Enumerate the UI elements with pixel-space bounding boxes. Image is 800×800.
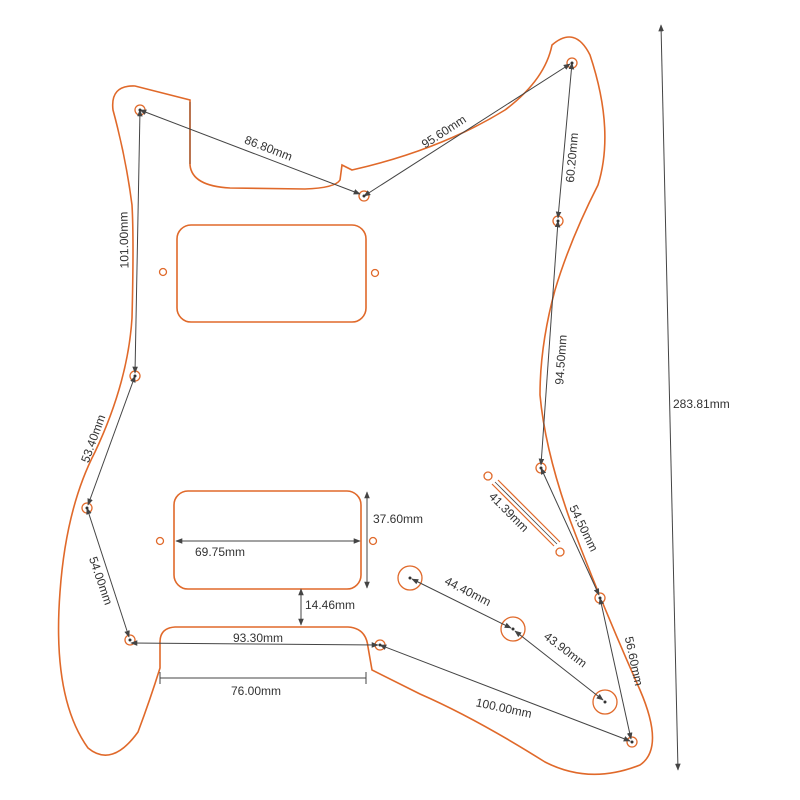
bridge-pickup-cutout xyxy=(173,490,362,590)
label-bottom-diagonal: 100.00mm xyxy=(475,695,533,720)
label-bottom-inner: 93.30mm xyxy=(233,631,283,645)
hole-centers xyxy=(85,61,634,744)
switch-slot xyxy=(483,471,565,557)
label-neck-pickup-height: 37.60mm xyxy=(373,512,423,526)
neck-pickup-cutout xyxy=(176,224,367,323)
dimension-lines xyxy=(86,24,681,771)
label-left-mid-diagonal: 53.40mm xyxy=(78,413,108,465)
pickup-screw-hole xyxy=(158,267,168,277)
label-top-right-down: 60.20mm xyxy=(563,132,581,183)
pickup-screw-hole xyxy=(368,536,378,546)
pickup-screw-hole xyxy=(155,536,165,546)
label-pickup-gap: 14.46mm xyxy=(305,598,355,612)
label-right-lower-diagonal: 54.50mm xyxy=(566,503,601,554)
label-right-bottom-vertical: 56.60mm xyxy=(622,635,646,687)
label-knob-spacing-2: 43.90mm xyxy=(541,629,589,670)
dimension-labels: 86.80mm 95.60mm 60.20mm 101.00mm 94.50mm… xyxy=(78,112,730,721)
label-overall-height: 283.81mm xyxy=(673,397,730,411)
label-right-mid-vertical: 94.50mm xyxy=(552,334,569,385)
label-left-upper-vertical: 101.00mm xyxy=(117,212,132,269)
label-knob-spacing-1: 44.40mm xyxy=(442,574,493,609)
pickup-screw-hole xyxy=(370,268,380,278)
label-neck-pickup-width: 69.75mm xyxy=(195,545,245,559)
pickguard-outline xyxy=(57,36,654,776)
label-bottom-slot-width: 76.00mm xyxy=(231,684,281,698)
